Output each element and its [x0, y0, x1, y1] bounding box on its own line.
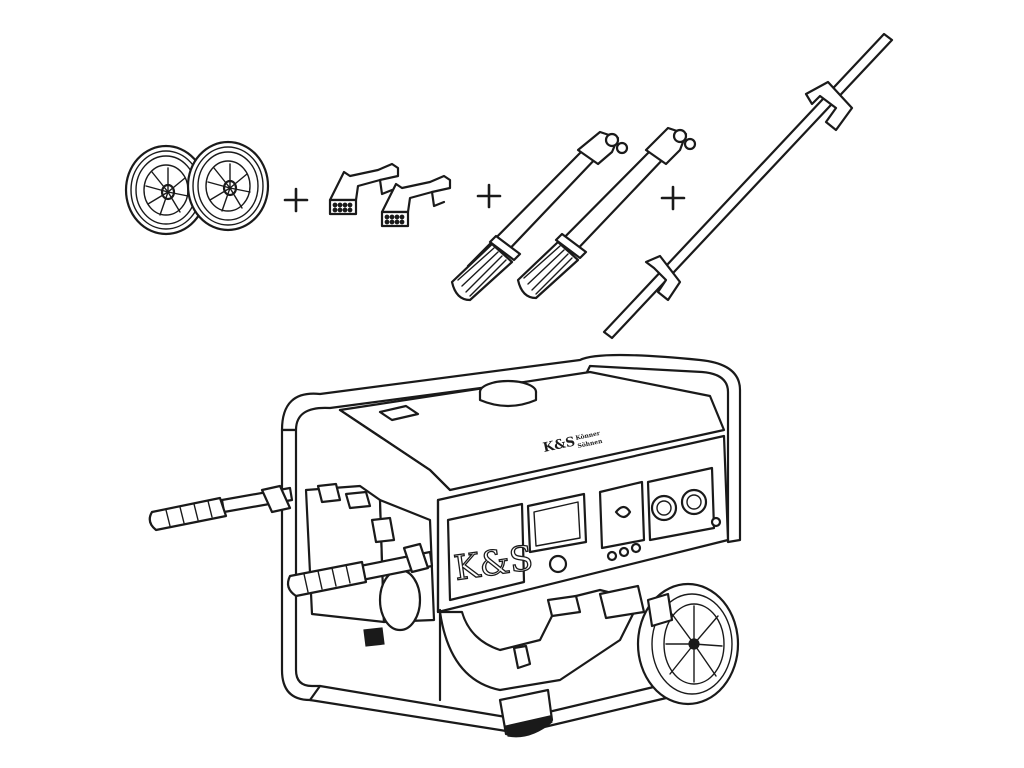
tank-logo-mark: K&S — [542, 434, 577, 455]
handles-pair — [450, 126, 697, 302]
support-feet — [328, 162, 452, 228]
support-foot-1 — [328, 162, 400, 216]
tank-logo: K&S Könner Söhnen — [542, 430, 604, 456]
wheel-front — [186, 140, 270, 232]
plus-sign-3 — [660, 185, 686, 211]
generator-handle-lower — [286, 542, 434, 598]
generator: K&S Könner Söhnen K&S — [148, 353, 742, 738]
wheel-back — [124, 144, 208, 236]
support-bar — [602, 32, 894, 340]
generator-wheel — [636, 582, 740, 706]
plus-sign-2 — [476, 183, 502, 209]
plus-sign-1 — [283, 187, 309, 213]
support-foot-2 — [380, 174, 452, 228]
handle-1 — [450, 130, 629, 302]
wheels-pair — [124, 140, 270, 236]
handle-2 — [516, 126, 697, 300]
generator-handle-upper — [148, 484, 294, 532]
